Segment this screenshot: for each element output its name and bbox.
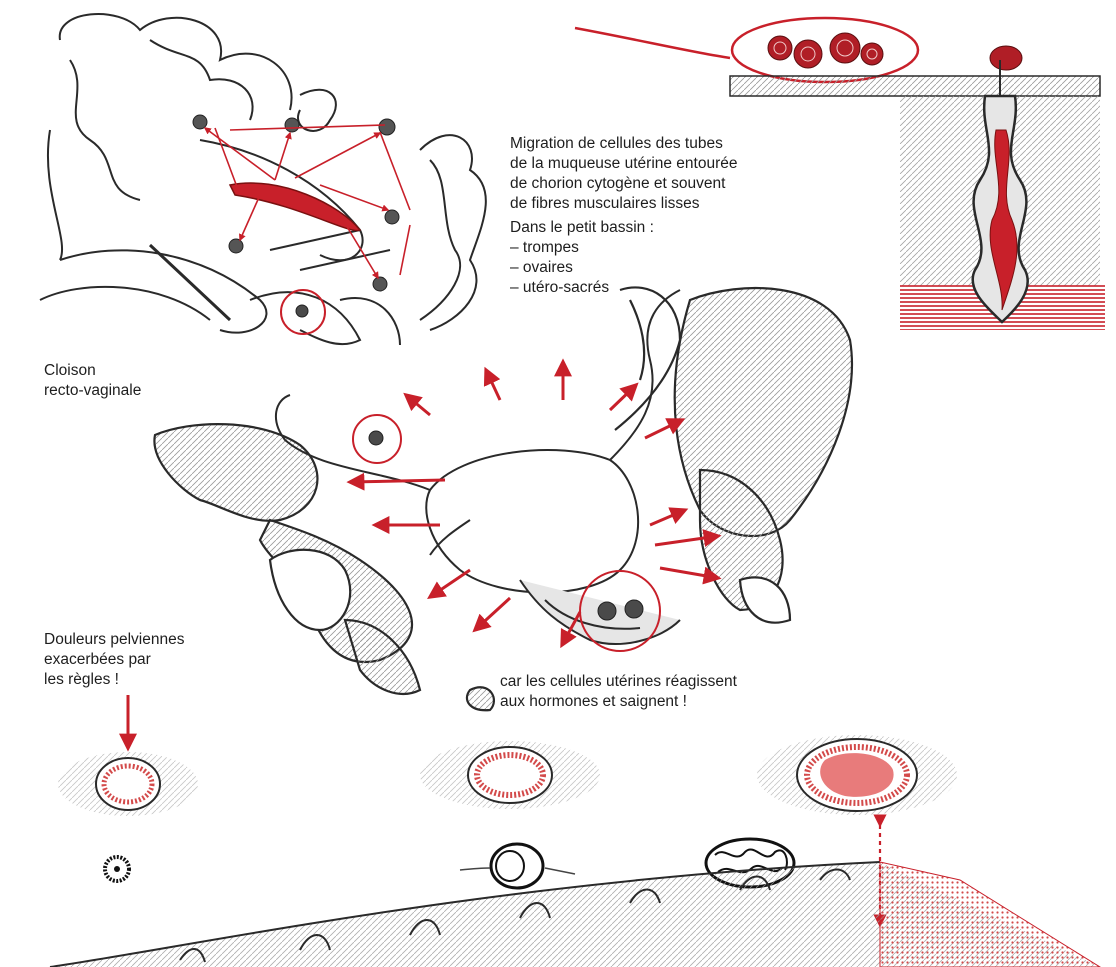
cellules-line-1: car les cellules utérines réagissent — [500, 672, 737, 692]
uterus-red-highlight — [230, 183, 360, 231]
cellules-line-2: aux hormones et saignent ! — [500, 692, 737, 712]
douleurs-line-3: les règles ! — [44, 670, 184, 690]
douleurs-annotation: Douleurs pelviennes exacerbées par les r… — [44, 630, 184, 690]
petit-bassin-item-ovaires: – ovaires — [510, 258, 738, 278]
petit-bassin-item-utero-sacres: – utéro-sacrés — [510, 278, 738, 298]
sagittal-pelvis-drawing — [40, 14, 486, 345]
migration-line-1: Migration de cellules des tubes — [510, 134, 738, 154]
cloison-line-2: recto-vaginale — [44, 381, 141, 401]
gland-small-1 — [105, 857, 129, 881]
migration-line-2: de la muqueuse utérine entourée — [510, 154, 738, 174]
cloison-line-1: Cloison — [44, 361, 141, 381]
migration-line-3: de chorion cytogène et souvent — [510, 174, 738, 194]
lesion-section-3 — [757, 735, 957, 815]
migration-annotation: Migration de cellules des tubes de la mu… — [510, 134, 738, 298]
petit-bassin-item-trompes: – trompes — [510, 238, 738, 258]
endometrium-strip — [50, 862, 1100, 967]
cloison-annotation: Cloison recto-vaginale — [44, 361, 141, 401]
lesion-section-1 — [58, 752, 198, 816]
lesion-section-2 — [420, 741, 600, 809]
petit-bassin-heading: Dans le petit bassin : — [510, 218, 738, 238]
douleurs-line-2: exacerbées par — [44, 650, 184, 670]
migration-line-4: de fibres musculaires lisses — [510, 194, 738, 214]
cellules-annotation: car les cellules utérines réagissent aux… — [500, 672, 737, 712]
douleurs-line-1: Douleurs pelviennes — [44, 630, 184, 650]
gland-small-2 — [460, 844, 575, 888]
